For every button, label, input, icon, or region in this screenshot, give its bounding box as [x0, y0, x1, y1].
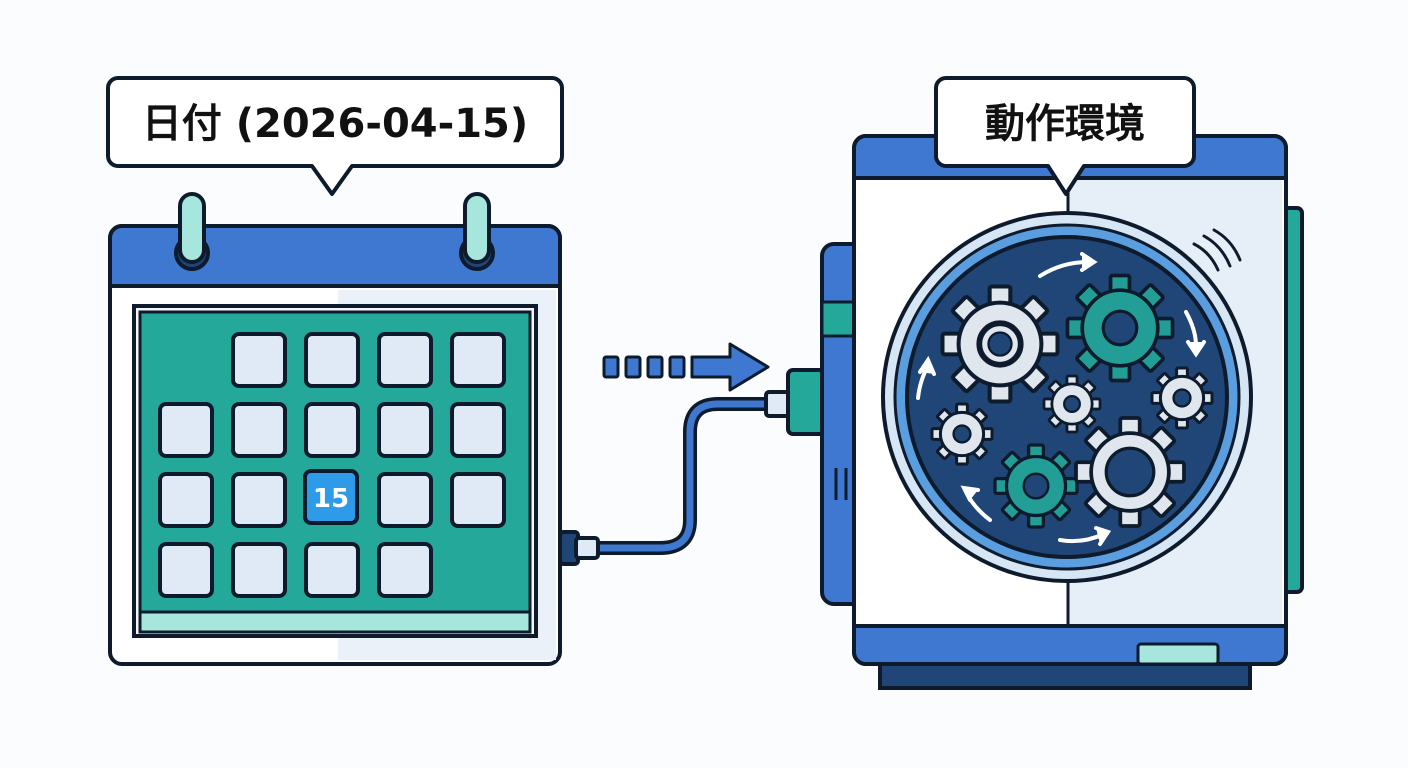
calendar-ring-left [174, 192, 210, 271]
calendar-day-tile[interactable] [231, 332, 287, 388]
calendar-ring-right [459, 192, 495, 271]
gear-medium-teal [993, 443, 1079, 529]
gear-large-bottom [1074, 416, 1186, 528]
calendar-day-tile[interactable] [304, 542, 360, 598]
calendar-icon: 15 [108, 192, 562, 666]
rotation-arrows-icon [916, 252, 1206, 546]
dashed-arrow-icon [602, 342, 770, 392]
calendar-day-tile[interactable] [450, 402, 506, 458]
calendar-day-tile[interactable] [377, 472, 433, 528]
calendar-day-tile[interactable] [304, 332, 360, 388]
date-callout: 日付 (2026-04-15) [106, 76, 564, 196]
highlighted-day-number: 15 [313, 484, 349, 514]
calendar-day-tile[interactable] [231, 472, 287, 528]
date-label: 日付 (2026-04-15) [142, 101, 528, 147]
cable-icon [558, 368, 826, 566]
calendar-day-tile[interactable] [304, 402, 360, 458]
gear-large-teal [1065, 273, 1175, 383]
gears-icon [916, 252, 1214, 546]
calendar-day-tile[interactable] [158, 472, 214, 528]
highlighted-day-tile[interactable]: 15 [303, 469, 359, 525]
calendar-day-tile[interactable] [377, 542, 433, 598]
calendar-day-tile[interactable] [450, 332, 506, 388]
calendar-day-tile[interactable] [450, 472, 506, 528]
gear-small-left [930, 402, 994, 466]
calendar-grid [158, 332, 506, 598]
calendar-day-tile[interactable] [231, 542, 287, 598]
calendar-day-tile[interactable] [158, 402, 214, 458]
gear-small-center [1042, 374, 1102, 434]
environment-label: 動作環境 [985, 101, 1145, 147]
calendar-day-tile[interactable] [377, 402, 433, 458]
calendar-day-tile[interactable] [158, 542, 214, 598]
environment-callout: 動作環境 [934, 76, 1196, 196]
gear-small-right [1150, 366, 1214, 430]
gear-large-light [943, 287, 1058, 402]
calendar-day-tile[interactable] [231, 402, 287, 458]
calendar-day-tile[interactable] [377, 332, 433, 388]
